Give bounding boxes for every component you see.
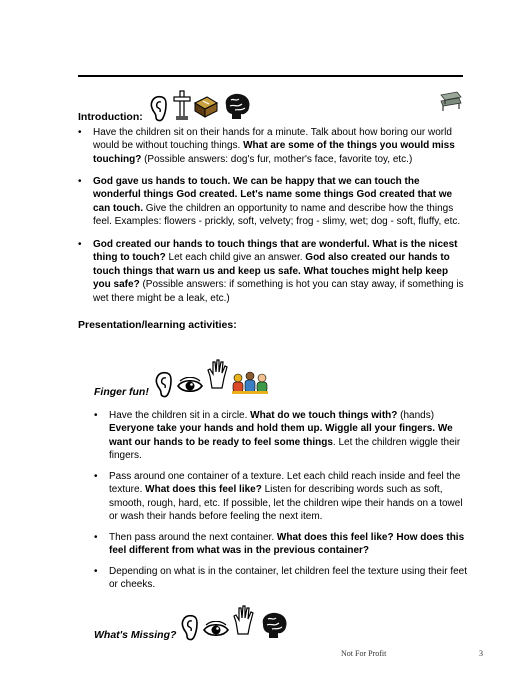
brain-icon [262, 612, 287, 638]
ear-icon [181, 614, 198, 641]
finger-fun-bullet-2: •Pass around one container of a texture.… [94, 471, 463, 523]
ear-icon [155, 371, 172, 398]
finger-fun-heading: Finger fun! [94, 386, 149, 398]
finger-fun-bullet-3: •Then pass around the next container. Wh… [94, 532, 465, 557]
children-icon [232, 371, 268, 394]
eye-icon [203, 621, 229, 637]
finger-fun-bullet-1: •Have the children sit in a circle. What… [94, 410, 461, 462]
cross-icon [173, 90, 191, 120]
finger-fun-bullet-4: •Depending on what is in the container, … [94, 566, 468, 591]
intro-bullet-1: •Have the children sit on their hands fo… [78, 127, 455, 165]
bullet-text: Depending on what is in the container, l… [109, 566, 468, 591]
brain-icon [225, 93, 250, 119]
bullet-text: God created our hands to touch things th… [93, 239, 464, 304]
top-rule [78, 75, 463, 77]
page-number: 3 [479, 649, 483, 658]
presentation-heading: Presentation/learning activities: [78, 319, 237, 331]
bench-icon [438, 90, 464, 112]
footer-label: Not For Profit [341, 649, 387, 658]
eye-icon [177, 377, 203, 393]
intro-bullet-3: •God created our hands to touch things t… [78, 239, 464, 304]
ear-icon [150, 95, 167, 122]
hand-icon [207, 359, 228, 389]
bullet-text: Have the children sit in a circle. What … [109, 410, 461, 462]
whats-missing-heading: What's Missing? [94, 629, 177, 641]
bullet-text: God gave us hands to touch. We can be ha… [93, 176, 461, 228]
intro-bullet-2: •God gave us hands to touch. We can be h… [78, 176, 461, 228]
hand-icon [233, 605, 254, 635]
intro-heading: Introduction: [78, 111, 143, 123]
bullet-text: Pass around one container of a texture. … [109, 471, 463, 523]
bible-icon [193, 96, 219, 118]
bullet-text: Have the children sit on their hands for… [93, 127, 455, 165]
bullet-text: Then pass around the next container. Wha… [109, 532, 465, 557]
